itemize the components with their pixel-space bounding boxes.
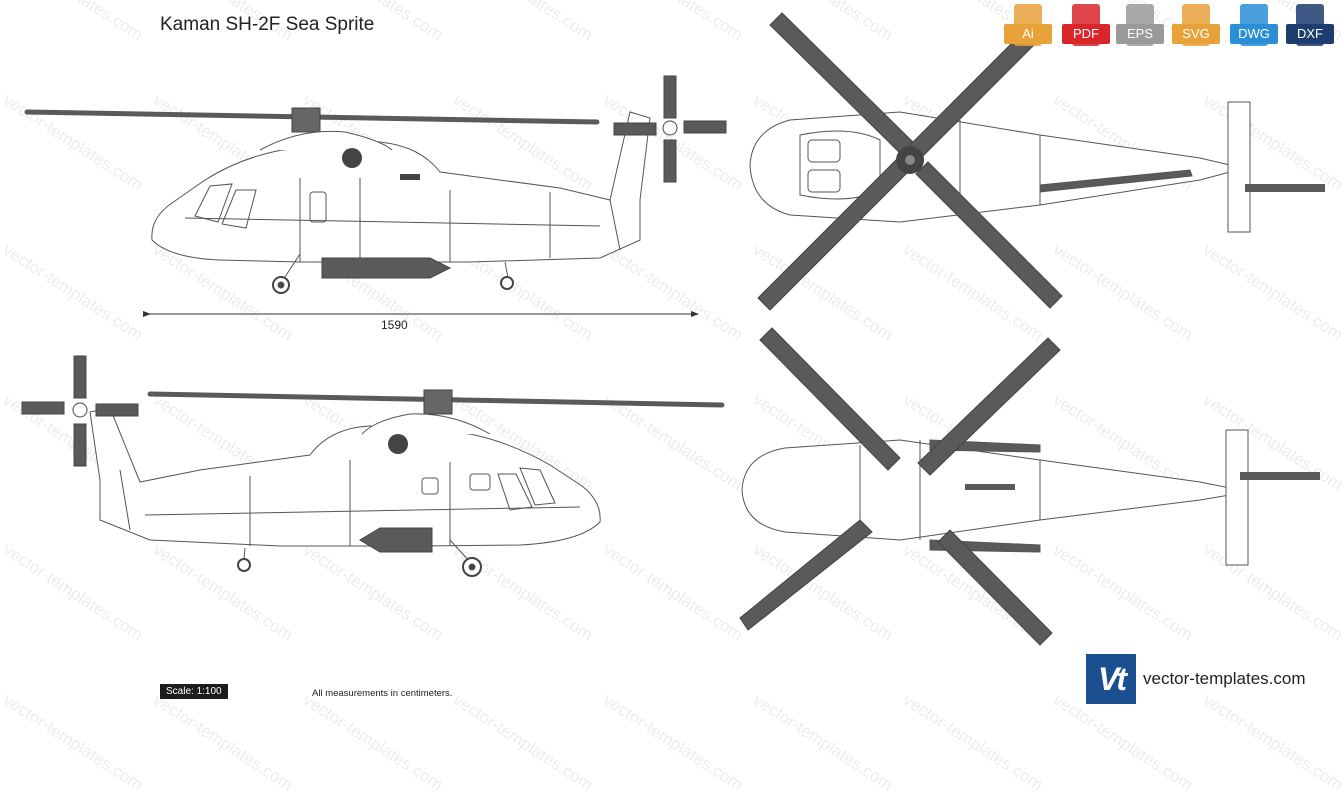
helicopter-drawing	[21, 12, 1325, 646]
format-badge-dxf[interactable]: DXF	[1286, 4, 1334, 52]
format-label: SVG	[1172, 24, 1220, 44]
format-badge-eps[interactable]: EPS	[1116, 4, 1164, 52]
format-label: PDF	[1062, 24, 1110, 44]
bottom-view	[739, 327, 1320, 646]
format-label: DXF	[1286, 24, 1334, 44]
format-badge-dwg[interactable]: DWG	[1230, 4, 1278, 52]
dimension-label: 1590	[381, 318, 408, 332]
page-title: Kaman SH-2F Sea Sprite	[160, 14, 375, 35]
format-badge-ai[interactable]: Ai	[1004, 4, 1052, 52]
format-badge-pdf[interactable]: PDF	[1062, 4, 1110, 52]
format-badge-svg[interactable]: SVG	[1172, 4, 1220, 52]
side-view-right	[21, 355, 725, 577]
measurement-note: All measurements in centimeters.	[312, 688, 453, 699]
format-label: DWG	[1230, 24, 1278, 44]
scale-label: Scale: 1:100	[160, 684, 228, 699]
top-view	[749, 12, 1325, 311]
brand-logo[interactable]: Vt	[1086, 654, 1136, 704]
format-label: Ai	[1004, 24, 1052, 44]
side-view-left	[24, 75, 727, 294]
brand-site-name[interactable]: vector-templates.com	[1143, 669, 1306, 688]
format-label: EPS	[1116, 24, 1164, 44]
